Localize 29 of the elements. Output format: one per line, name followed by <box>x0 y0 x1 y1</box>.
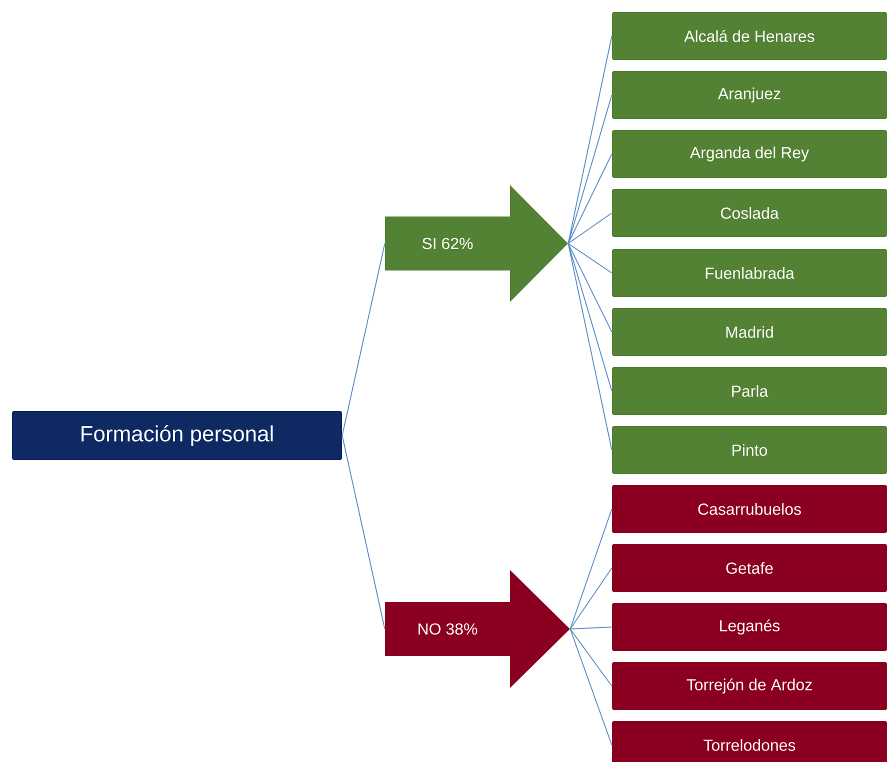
place-box: Leganés <box>612 603 887 651</box>
place-box: Casarrubuelos <box>612 485 887 533</box>
place-box: Fuenlabrada <box>612 249 887 297</box>
place-box: Parla <box>612 367 887 415</box>
place-box: Coslada <box>612 189 887 237</box>
connector-line <box>568 212 612 244</box>
place-box: Torrelodones <box>612 721 887 762</box>
connector-line <box>570 568 612 630</box>
connector-line <box>568 36 612 244</box>
place-box: Alcalá de Henares <box>612 12 887 60</box>
place-box: Torrejón de Ardoz <box>612 662 887 710</box>
connector-line <box>568 243 612 392</box>
connector-line <box>570 628 612 746</box>
connector-line <box>570 628 612 686</box>
place-box: Aranjuez <box>612 71 887 119</box>
connector-line <box>568 154 612 244</box>
place-box: Getafe <box>612 544 887 592</box>
connector-line <box>570 508 612 630</box>
connector-line <box>342 243 386 436</box>
place-box: Arganda del Rey <box>612 130 887 178</box>
connector-line <box>570 626 612 630</box>
connector-line <box>568 243 612 450</box>
place-box: Madrid <box>612 308 887 356</box>
title-box: Formación personal <box>12 411 342 460</box>
place-box: Pinto <box>612 426 887 474</box>
connector-line <box>568 243 612 332</box>
connector-line <box>568 243 612 274</box>
connector-line <box>568 94 612 244</box>
connector-line <box>342 435 386 630</box>
